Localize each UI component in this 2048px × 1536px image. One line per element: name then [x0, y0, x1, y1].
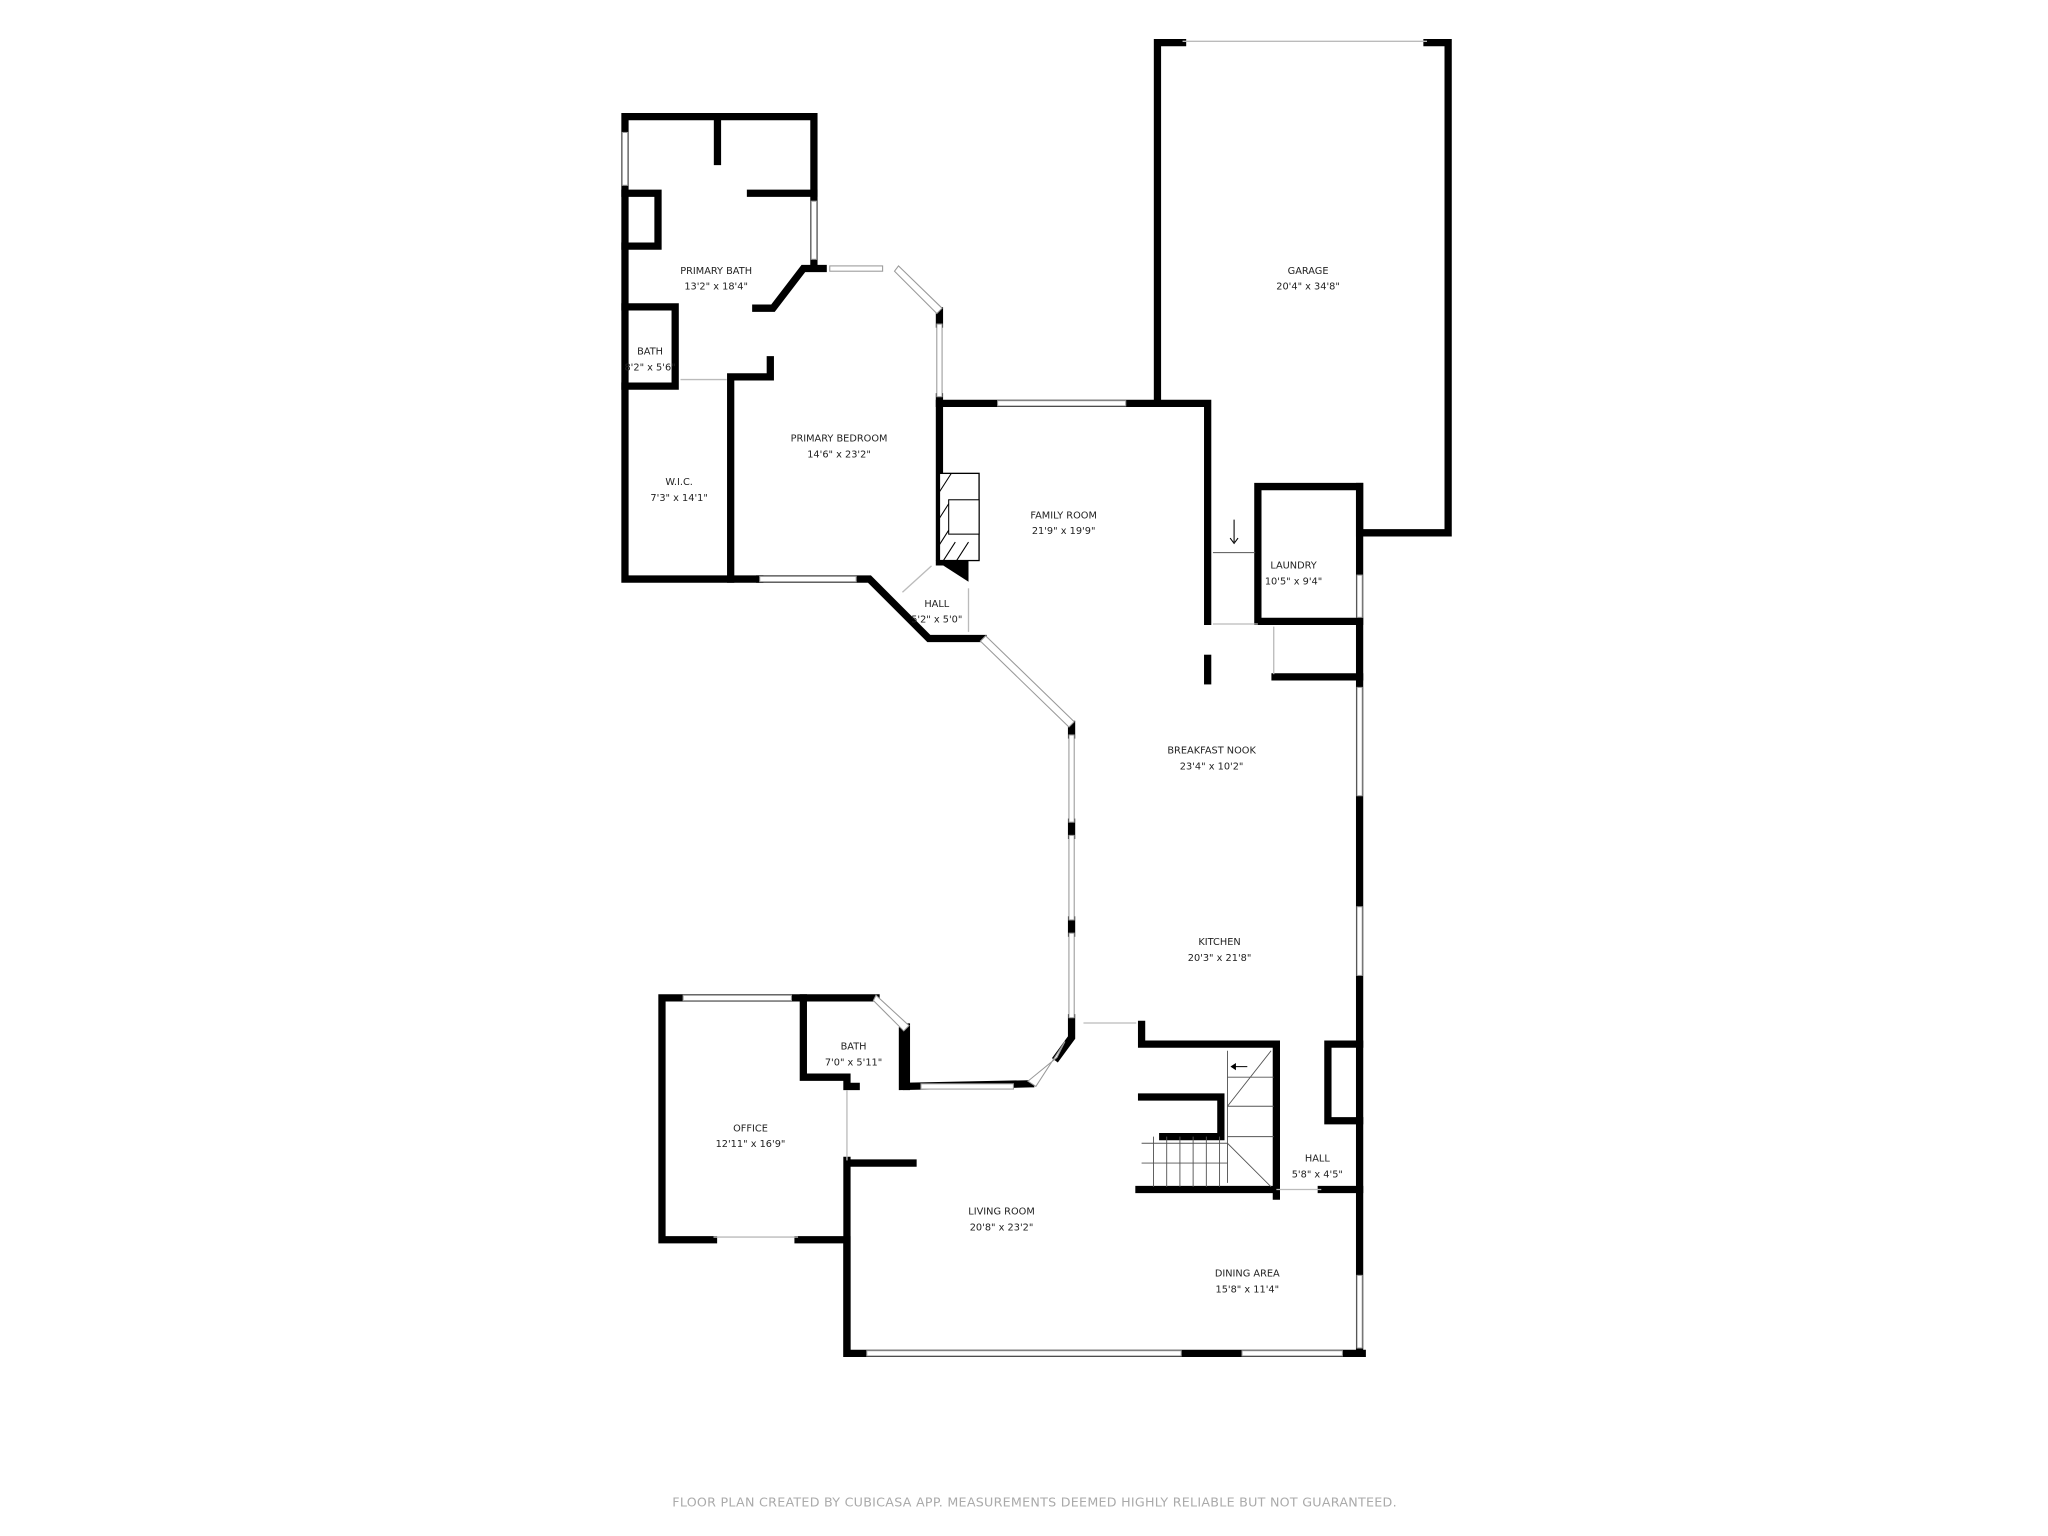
room-size: 7'3" x 14'1" — [650, 493, 707, 504]
room-size: 15'8" x 11'4" — [1215, 1285, 1279, 1296]
room-hall-2: HALL 5'8" x 4'5" — [1292, 1154, 1343, 1181]
fireplace — [938, 472, 980, 562]
room-garage: GARAGE 20'4" x 34'8" — [1276, 266, 1340, 293]
staircase — [1141, 519, 1274, 1188]
room-office: OFFICE 12'11" x 16'9" — [716, 1123, 786, 1150]
room-bath-1: BATH 8'2" x 5'6" — [624, 346, 675, 373]
room-hall-1: HALL 5'2" x 5'0" — [911, 599, 962, 626]
room-name: LIVING ROOM — [968, 1207, 1034, 1218]
room-size: 5'2" x 5'0" — [911, 615, 962, 626]
room-labels: PRIMARY BATH 13'2" x 18'4" BATH 8'2" x 5'6… — [624, 266, 1342, 1296]
room-name: LAUNDRY — [1270, 560, 1316, 571]
room-name: HALL — [1305, 1154, 1330, 1165]
room-name: BATH — [637, 346, 663, 357]
room-name: BREAKFAST NOOK — [1167, 745, 1256, 756]
room-breakfast-nook: BREAKFAST NOOK 23'4" x 10'2" — [1167, 745, 1256, 772]
room-bath-2: BATH 7'0" x 5'11" — [825, 1041, 882, 1068]
room-size: 7'0" x 5'11" — [825, 1057, 882, 1068]
room-size: 23'4" x 10'2" — [1180, 761, 1244, 772]
room-wic: W.I.C. 7'3" x 14'1" — [650, 477, 707, 504]
windows — [621, 40, 1427, 1357]
room-size: 20'4" x 34'8" — [1276, 282, 1340, 293]
room-name: BATH — [841, 1041, 867, 1052]
room-size: 12'11" x 16'9" — [716, 1139, 786, 1150]
room-primary-bedroom: PRIMARY BEDROOM 14'6" x 23'2" — [791, 434, 888, 461]
room-primary-bath: PRIMARY BATH 13'2" x 18'4" — [680, 266, 752, 293]
room-name: HALL — [924, 599, 949, 610]
room-size: 10'5" x 9'4" — [1265, 576, 1322, 587]
room-name: OFFICE — [733, 1123, 768, 1134]
room-kitchen: KITCHEN 20'3" x 21'8" — [1188, 937, 1252, 964]
room-family-room: FAMILY ROOM 21'9" x 19'9" — [1030, 510, 1097, 537]
room-size: 13'2" x 18'4" — [684, 282, 748, 293]
room-name: KITCHEN — [1198, 937, 1240, 948]
room-size: 20'3" x 21'8" — [1188, 953, 1252, 964]
room-size: 20'8" x 23'2" — [970, 1222, 1034, 1233]
room-name: W.I.C. — [665, 477, 693, 488]
footer-disclaimer: FLOOR PLAN CREATED BY CUBICASA APP. MEAS… — [672, 1495, 1397, 1510]
room-size: 5'8" x 4'5" — [1292, 1170, 1343, 1181]
room-laundry: LAUNDRY 10'5" x 9'4" — [1265, 560, 1322, 587]
room-name: FAMILY ROOM — [1030, 510, 1097, 521]
room-living-room: LIVING ROOM 20'8" x 23'2" — [968, 1207, 1034, 1234]
room-size: 21'9" x 19'9" — [1032, 526, 1096, 537]
room-name: PRIMARY BATH — [680, 266, 752, 277]
room-size: 8'2" x 5'6" — [624, 362, 675, 373]
room-name: PRIMARY BEDROOM — [791, 434, 888, 445]
room-name: DINING AREA — [1215, 1269, 1280, 1280]
room-name: GARAGE — [1288, 266, 1329, 277]
room-dining-area: DINING AREA 15'8" x 11'4" — [1215, 1269, 1280, 1296]
room-size: 14'6" x 23'2" — [807, 449, 871, 460]
